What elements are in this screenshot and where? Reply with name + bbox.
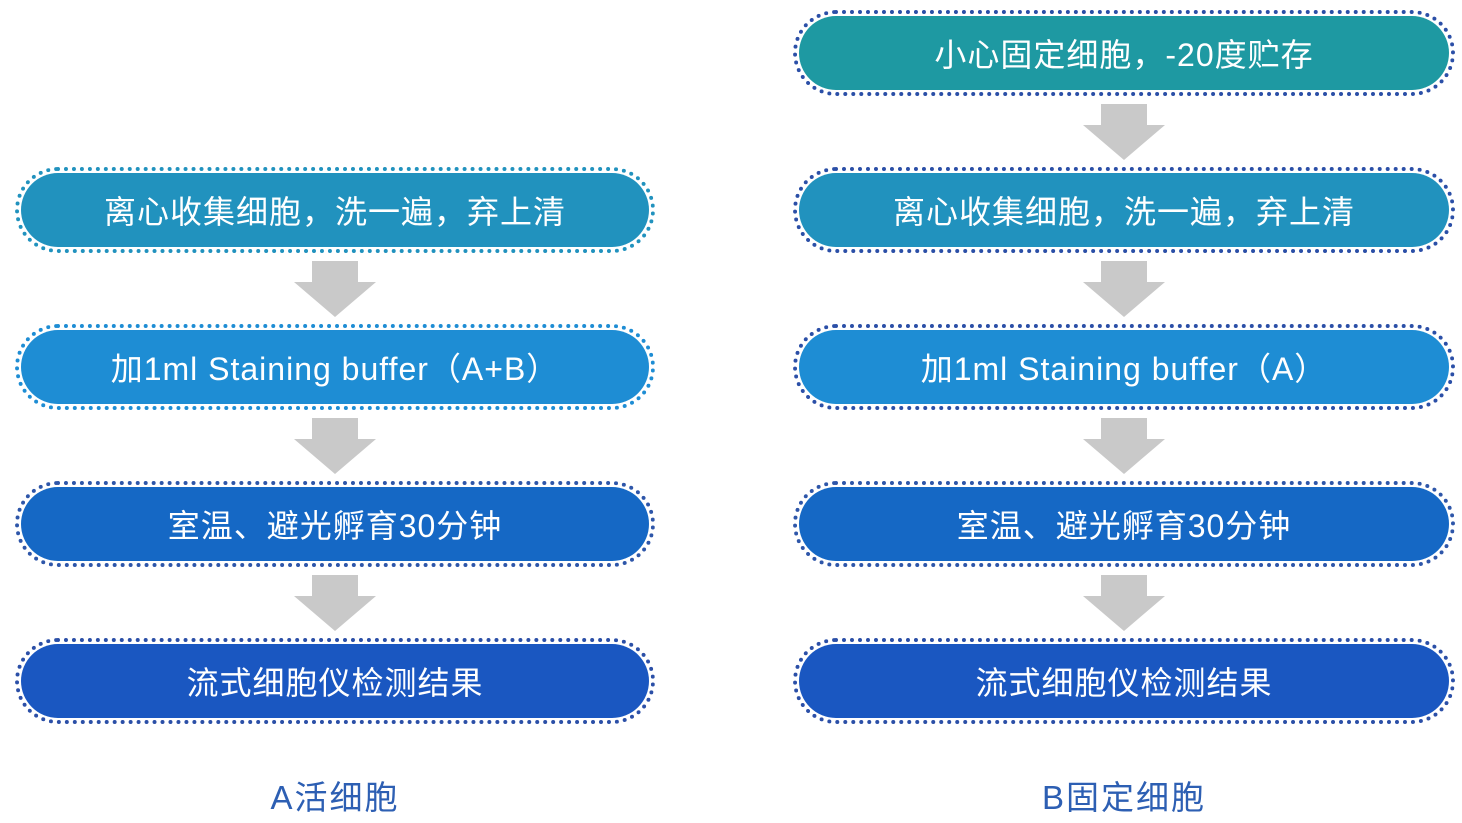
flow-step-a2: 加1ml Staining buffer（A+B） bbox=[15, 324, 655, 410]
flow-step-a3-label: 室温、避光孵育30分钟 bbox=[167, 508, 503, 544]
flow-step-a4-label: 流式细胞仪检测结果 bbox=[186, 665, 484, 701]
flow-step-b4: 室温、避光孵育30分钟 bbox=[793, 481, 1455, 567]
flow-step-a4-fill: 流式细胞仪检测结果 bbox=[21, 644, 649, 718]
flow-column-a: 离心收集细胞，洗一遍，弃上清 加1ml Staining buffer（A+B）… bbox=[15, 167, 655, 819]
flow-step-a4: 流式细胞仪检测结果 bbox=[15, 638, 655, 724]
flow-step-a2-fill: 加1ml Staining buffer（A+B） bbox=[21, 330, 649, 404]
arrow-down-icon bbox=[15, 567, 655, 638]
flow-step-b2: 离心收集细胞，洗一遍，弃上清 bbox=[793, 167, 1455, 253]
flow-step-a3-fill: 室温、避光孵育30分钟 bbox=[21, 487, 649, 561]
flow-step-a1: 离心收集细胞，洗一遍，弃上清 bbox=[15, 167, 655, 253]
column-label-a: A活细胞 bbox=[270, 779, 400, 816]
flow-step-b1-label: 小心固定细胞，-20度贮存 bbox=[934, 37, 1314, 73]
flow-step-b5: 流式细胞仪检测结果 bbox=[793, 638, 1455, 724]
flow-step-a1-label: 离心收集细胞，洗一遍，弃上清 bbox=[103, 194, 566, 230]
flow-step-b5-fill: 流式细胞仪检测结果 bbox=[799, 644, 1449, 718]
arrow-down-icon bbox=[793, 410, 1455, 481]
arrow-down-icon bbox=[793, 567, 1455, 638]
flow-column-b: 小心固定细胞，-20度贮存 离心收集细胞，洗一遍，弃上清 加1ml Staini… bbox=[793, 10, 1455, 819]
arrow-down-icon bbox=[793, 96, 1455, 167]
flow-step-b2-fill: 离心收集细胞，洗一遍，弃上清 bbox=[799, 173, 1449, 247]
flow-step-b4-fill: 室温、避光孵育30分钟 bbox=[799, 487, 1449, 561]
flow-step-b1-fill: 小心固定细胞，-20度贮存 bbox=[799, 16, 1449, 90]
flow-step-b2-label: 离心收集细胞，洗一遍，弃上清 bbox=[892, 194, 1355, 230]
column-label-b: B固定细胞 bbox=[1041, 779, 1206, 816]
flow-step-a2-label: 加1ml Staining buffer（A+B） bbox=[110, 351, 560, 387]
flow-step-a3: 室温、避光孵育30分钟 bbox=[15, 481, 655, 567]
flow-step-b4-label: 室温、避光孵育30分钟 bbox=[956, 508, 1292, 544]
flow-step-b3: 加1ml Staining buffer（A） bbox=[793, 324, 1455, 410]
flow-step-b3-label: 加1ml Staining buffer（A） bbox=[920, 351, 1328, 387]
flow-step-a1-fill: 离心收集细胞，洗一遍，弃上清 bbox=[21, 173, 649, 247]
arrow-down-icon bbox=[15, 410, 655, 481]
flow-step-b3-fill: 加1ml Staining buffer（A） bbox=[799, 330, 1449, 404]
arrow-down-icon bbox=[793, 253, 1455, 324]
flow-step-b1: 小心固定细胞，-20度贮存 bbox=[793, 10, 1455, 96]
arrow-down-icon bbox=[15, 253, 655, 324]
flow-step-b5-label: 流式细胞仪检测结果 bbox=[975, 665, 1273, 701]
